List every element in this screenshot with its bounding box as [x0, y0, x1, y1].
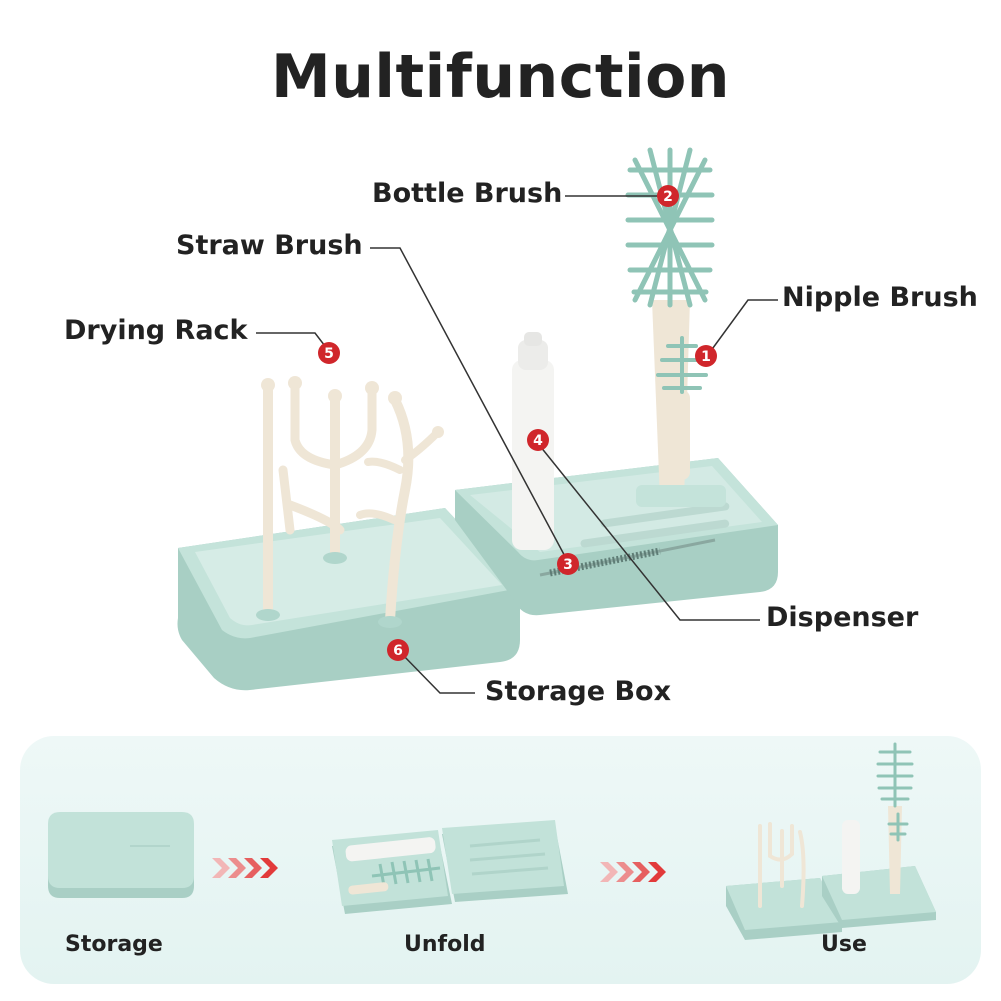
- step-label-unfold: Unfold: [404, 932, 486, 957]
- badge-nipple-brush: 1: [695, 345, 717, 367]
- dispenser-item: [512, 332, 554, 550]
- svg-text:6: 6: [393, 643, 403, 659]
- label-nipple-brush: Nipple Brush: [782, 282, 978, 313]
- step-use-image: [726, 742, 936, 940]
- step-label-use: Use: [821, 932, 867, 957]
- badge-storage-box: 6: [387, 639, 409, 661]
- badge-dispenser: 4: [527, 429, 549, 451]
- svg-text:1: 1: [701, 349, 711, 365]
- label-dispenser: Dispenser: [766, 602, 919, 633]
- product-illustration: 2 3 1 5 4 6: [177, 147, 778, 694]
- step-label-storage: Storage: [65, 932, 163, 957]
- svg-text:2: 2: [663, 189, 673, 205]
- chevron-arrows-icon-2: [600, 862, 666, 882]
- label-bottle-brush: Bottle Brush: [372, 178, 563, 209]
- step-unfold-image: [332, 820, 568, 914]
- drying-rack-item: [263, 380, 442, 625]
- label-drying-rack: Drying Rack: [64, 315, 248, 346]
- svg-text:3: 3: [563, 557, 573, 573]
- step-storage-image: [48, 812, 194, 898]
- page-title: Multifunction: [270, 42, 731, 112]
- label-storage-box: Storage Box: [485, 676, 672, 707]
- badge-drying-rack: 5: [318, 342, 340, 364]
- svg-text:4: 4: [533, 433, 543, 449]
- label-straw-brush: Straw Brush: [176, 230, 363, 261]
- usage-steps-illustration: [48, 742, 936, 940]
- badge-bottle-brush: 2: [657, 185, 679, 207]
- nipple-brush-item: [656, 336, 708, 480]
- chevron-arrows-icon: [212, 858, 278, 878]
- badge-straw-brush: 3: [557, 553, 579, 575]
- svg-text:5: 5: [324, 346, 334, 362]
